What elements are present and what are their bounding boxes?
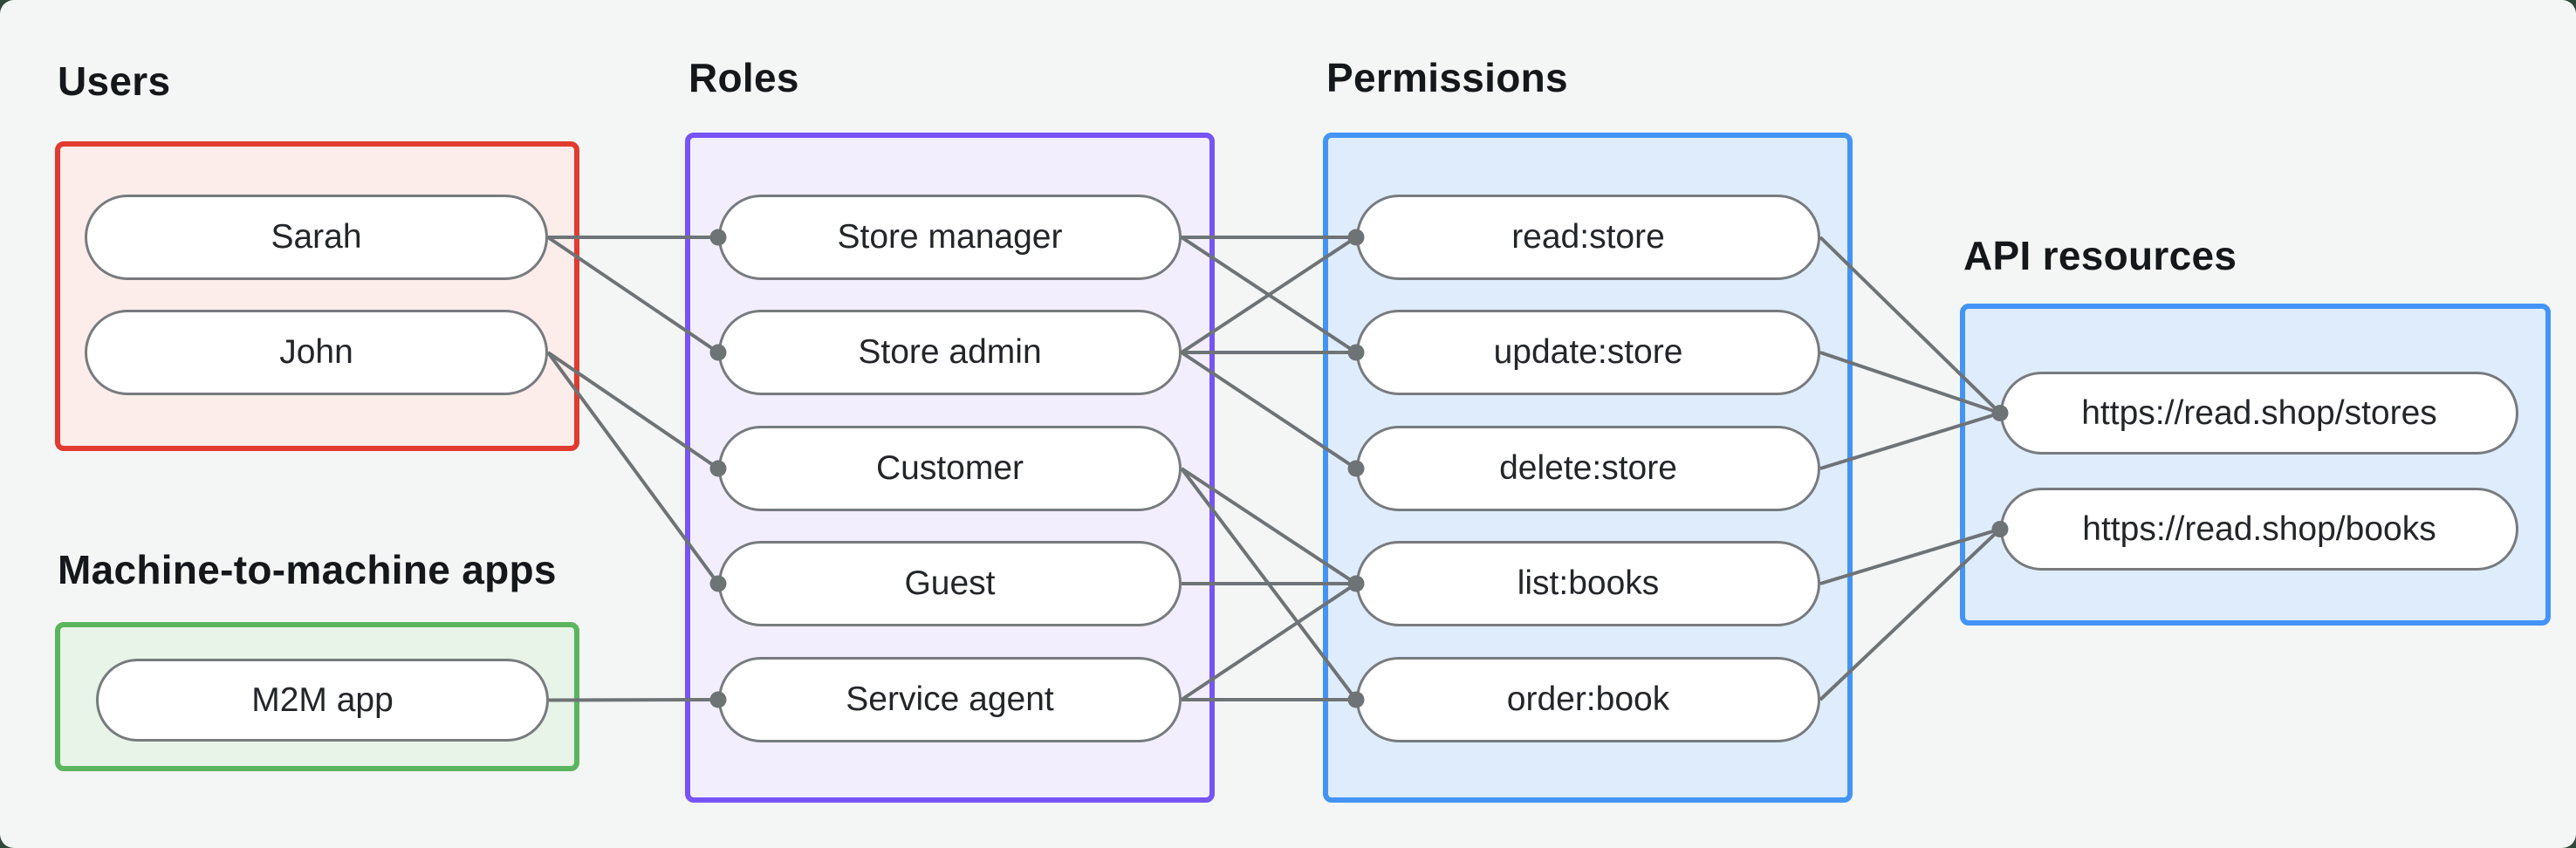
node-permission-read-store: read:store [1356, 195, 1820, 280]
node-role-store-manager: Store manager [718, 195, 1182, 280]
permissions-group-label: Permissions [1326, 55, 1568, 100]
m2m-apps-group-label: Machine-to-machine apps [58, 547, 557, 592]
node-role-guest: Guest [718, 541, 1182, 626]
api-resources-group-box [1960, 304, 2551, 626]
node-role-customer: Customer [718, 426, 1182, 511]
node-permission-order-book: order:book [1356, 657, 1820, 742]
users-group-box [55, 141, 579, 451]
node-role-service-agent: Service agent [718, 657, 1182, 742]
users-group-label: Users [58, 58, 171, 104]
api-resources-group-label: API resources [1963, 233, 2237, 278]
roles-group-label: Roles [689, 55, 799, 100]
node-permission-list-books: list:books [1356, 541, 1820, 626]
node-api-resource-stores: https://read.shop/stores [2000, 372, 2518, 455]
node-api-resource-books: https://read.shop/books [2000, 488, 2518, 571]
node-user-john: John [85, 310, 548, 395]
node-role-store-admin: Store admin [718, 310, 1182, 395]
node-permission-delete-store: delete:store [1356, 426, 1820, 511]
node-permission-update-store: update:store [1356, 310, 1820, 395]
node-user-sarah: Sarah [85, 195, 548, 280]
node-m2m-app: M2M app [96, 659, 549, 742]
